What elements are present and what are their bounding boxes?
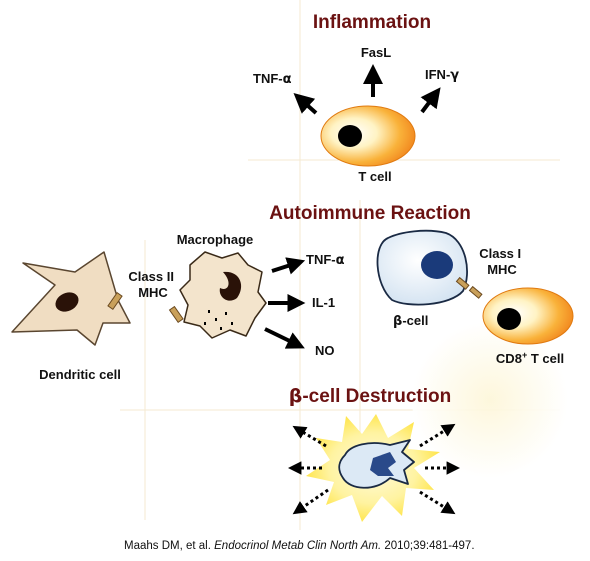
granules: [204, 310, 233, 330]
t-cell-icon: [320, 105, 416, 167]
macrophage-label: Macrophage: [177, 232, 254, 247]
macrophage-output-no: NO: [315, 343, 335, 358]
arrow-to-tnf: [293, 93, 318, 115]
citation-authors: Maahs DM, et al.: [124, 540, 215, 552]
arrow-macrophage-to-no: [264, 327, 305, 349]
damaged-beta-cell-icon: [338, 439, 415, 489]
cd8-t-cell-icon: [468, 285, 574, 345]
arrow-to-ifn: [420, 87, 441, 114]
beta-cell-label: β-cell: [393, 313, 428, 329]
inflammation-output-fasl: FasL: [361, 45, 391, 60]
dendritic-cell-icon: [11, 251, 131, 346]
arrow-macrophage-to-tnf: [271, 257, 306, 275]
autoimmune-title: Autoimmune Reaction: [269, 203, 471, 224]
destruction-title: β-cell Destruction: [289, 385, 451, 407]
macrophage-output-il1: IL-1: [312, 295, 335, 310]
inflammation-output-tnf: TNF-α: [253, 71, 292, 87]
destruction-section: β-cell Destruction: [287, 385, 461, 522]
inflammation-section: Inflammation TNF-α FasL IFN-γ T cell: [253, 12, 459, 184]
inflammation-title: Inflammation: [313, 12, 431, 33]
autoimmune-section: Autoimmune Reaction Dendritic cell Class…: [11, 203, 574, 382]
beta-cell-icon: [376, 229, 470, 306]
inflammation-output-ifn: IFN-γ: [425, 67, 459, 83]
class-i-mhc-label: Class I MHC: [479, 246, 525, 277]
cd8-t-cell-label: CD8+ T cell: [496, 350, 564, 366]
macrophage-output-tnf: TNF-α: [306, 252, 345, 268]
dendritic-cell-label: Dendritic cell: [39, 367, 121, 382]
t-cell-label: T cell: [358, 169, 391, 184]
class-ii-mhc-label: Class II MHC: [128, 269, 177, 300]
background-guides: [120, 0, 568, 530]
citation: Maahs DM, et al. Endocrinol Metab Clin N…: [124, 540, 544, 552]
macrophage-icon: [168, 251, 267, 339]
citation-details: 2010;39:481-497.: [381, 540, 475, 552]
watermark-emblem: [412, 322, 568, 478]
citation-journal: Endocrinol Metab Clin North Am.: [214, 540, 382, 552]
destruction-dotted-arrows: [287, 423, 461, 515]
